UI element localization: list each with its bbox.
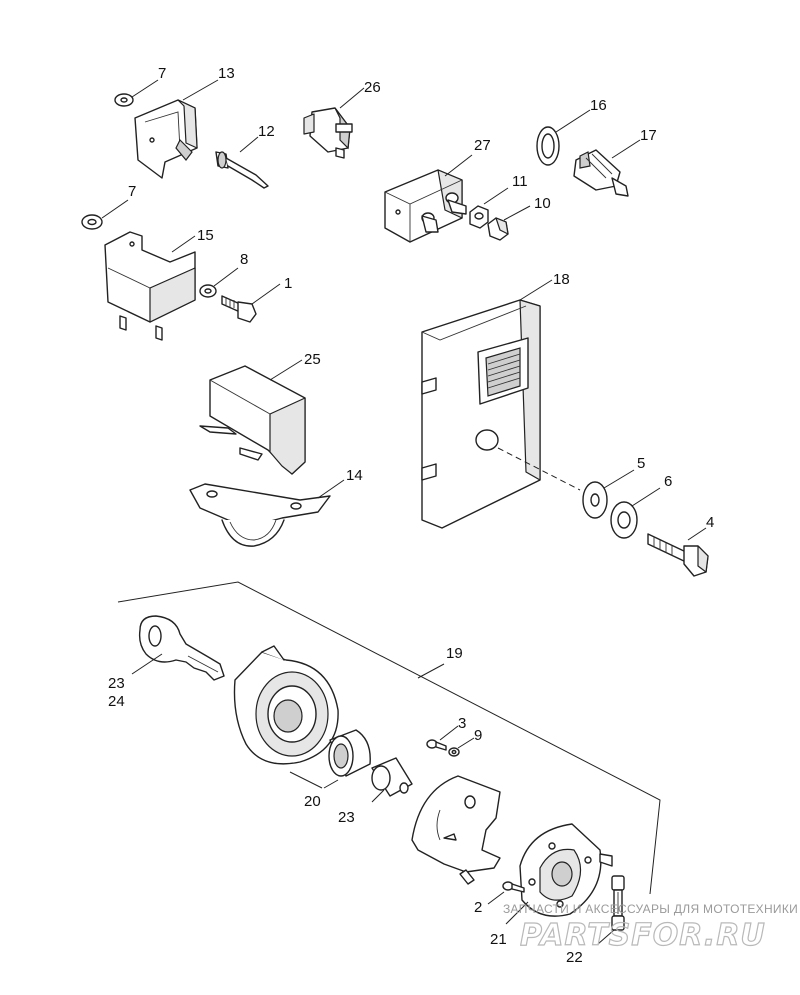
callout-6: 6 <box>664 473 672 490</box>
part-16-gasket[interactable] <box>536 126 560 166</box>
part-14-clamp[interactable] <box>189 483 331 547</box>
part-12-pin[interactable] <box>215 151 269 189</box>
part-7-washer-upper[interactable] <box>114 93 134 107</box>
callout-3: 3 <box>458 715 466 732</box>
part-6-washer[interactable] <box>610 501 638 539</box>
part-27-relay[interactable] <box>384 169 467 243</box>
callout-5: 5 <box>637 455 645 472</box>
part-20-housing[interactable] <box>233 645 339 765</box>
callout-23a: 23 <box>108 675 125 692</box>
watermark-logo: PARTSFOR.RU <box>520 918 766 953</box>
callout-4: 4 <box>706 514 714 531</box>
part-2-screw[interactable] <box>502 881 525 893</box>
callout-11: 11 <box>512 173 528 190</box>
part-23-key[interactable] <box>138 615 225 681</box>
callout-17: 17 <box>640 127 657 144</box>
part-7-washer-lower[interactable] <box>81 214 103 230</box>
part-15-relay[interactable] <box>104 231 196 341</box>
part-5-washer[interactable] <box>582 481 608 519</box>
callout-24: 24 <box>108 693 125 710</box>
assembly-19-bracket <box>117 581 661 895</box>
callout-7a: 7 <box>158 65 166 82</box>
callout-15: 15 <box>197 227 214 244</box>
callout-20: 20 <box>304 793 321 810</box>
part-10-cap-nut[interactable] <box>487 217 509 241</box>
part-4-hex-bolt[interactable] <box>647 533 709 577</box>
callout-26: 26 <box>364 79 381 96</box>
callout-27: 27 <box>474 137 491 154</box>
callout-22: 22 <box>566 949 583 966</box>
callout-19: 19 <box>446 645 463 662</box>
watermark-text: ЗАПЧАСТИ И АКСЕССУАРЫ ДЛЯ МОТОТЕХНИКИ <box>503 902 798 916</box>
part-18-module[interactable] <box>421 299 541 529</box>
part-23-plug[interactable] <box>371 757 413 797</box>
callout-13: 13 <box>218 65 235 82</box>
callout-25: 25 <box>304 351 321 368</box>
part-8-washer[interactable] <box>199 284 217 298</box>
part-9-washer[interactable] <box>448 747 460 757</box>
callout-2: 2 <box>474 899 482 916</box>
part-21-switch-base[interactable] <box>519 823 613 917</box>
switch-cover-plate[interactable] <box>411 775 501 885</box>
callout-14: 14 <box>346 467 363 484</box>
callout-1: 1 <box>284 275 292 292</box>
part-17-switch[interactable] <box>573 149 629 197</box>
callout-23b: 23 <box>338 809 355 826</box>
callout-16: 16 <box>590 97 607 114</box>
part-26-sensor[interactable] <box>303 107 353 159</box>
callout-9: 9 <box>474 727 482 744</box>
part-20-cylinder[interactable] <box>328 729 371 777</box>
part-11-nut[interactable] <box>469 205 489 229</box>
callout-18: 18 <box>553 271 570 288</box>
callout-12: 12 <box>258 123 275 140</box>
callout-10: 10 <box>534 195 551 212</box>
part-25-cover[interactable] <box>199 365 306 475</box>
part-13-bracket[interactable] <box>134 99 198 179</box>
callout-7b: 7 <box>128 183 136 200</box>
part-22-fuse[interactable] <box>611 875 625 931</box>
callout-21: 21 <box>490 931 507 948</box>
part-1-bolt[interactable] <box>221 295 257 323</box>
part-3-screw[interactable] <box>426 739 447 751</box>
callout-8: 8 <box>240 251 248 268</box>
